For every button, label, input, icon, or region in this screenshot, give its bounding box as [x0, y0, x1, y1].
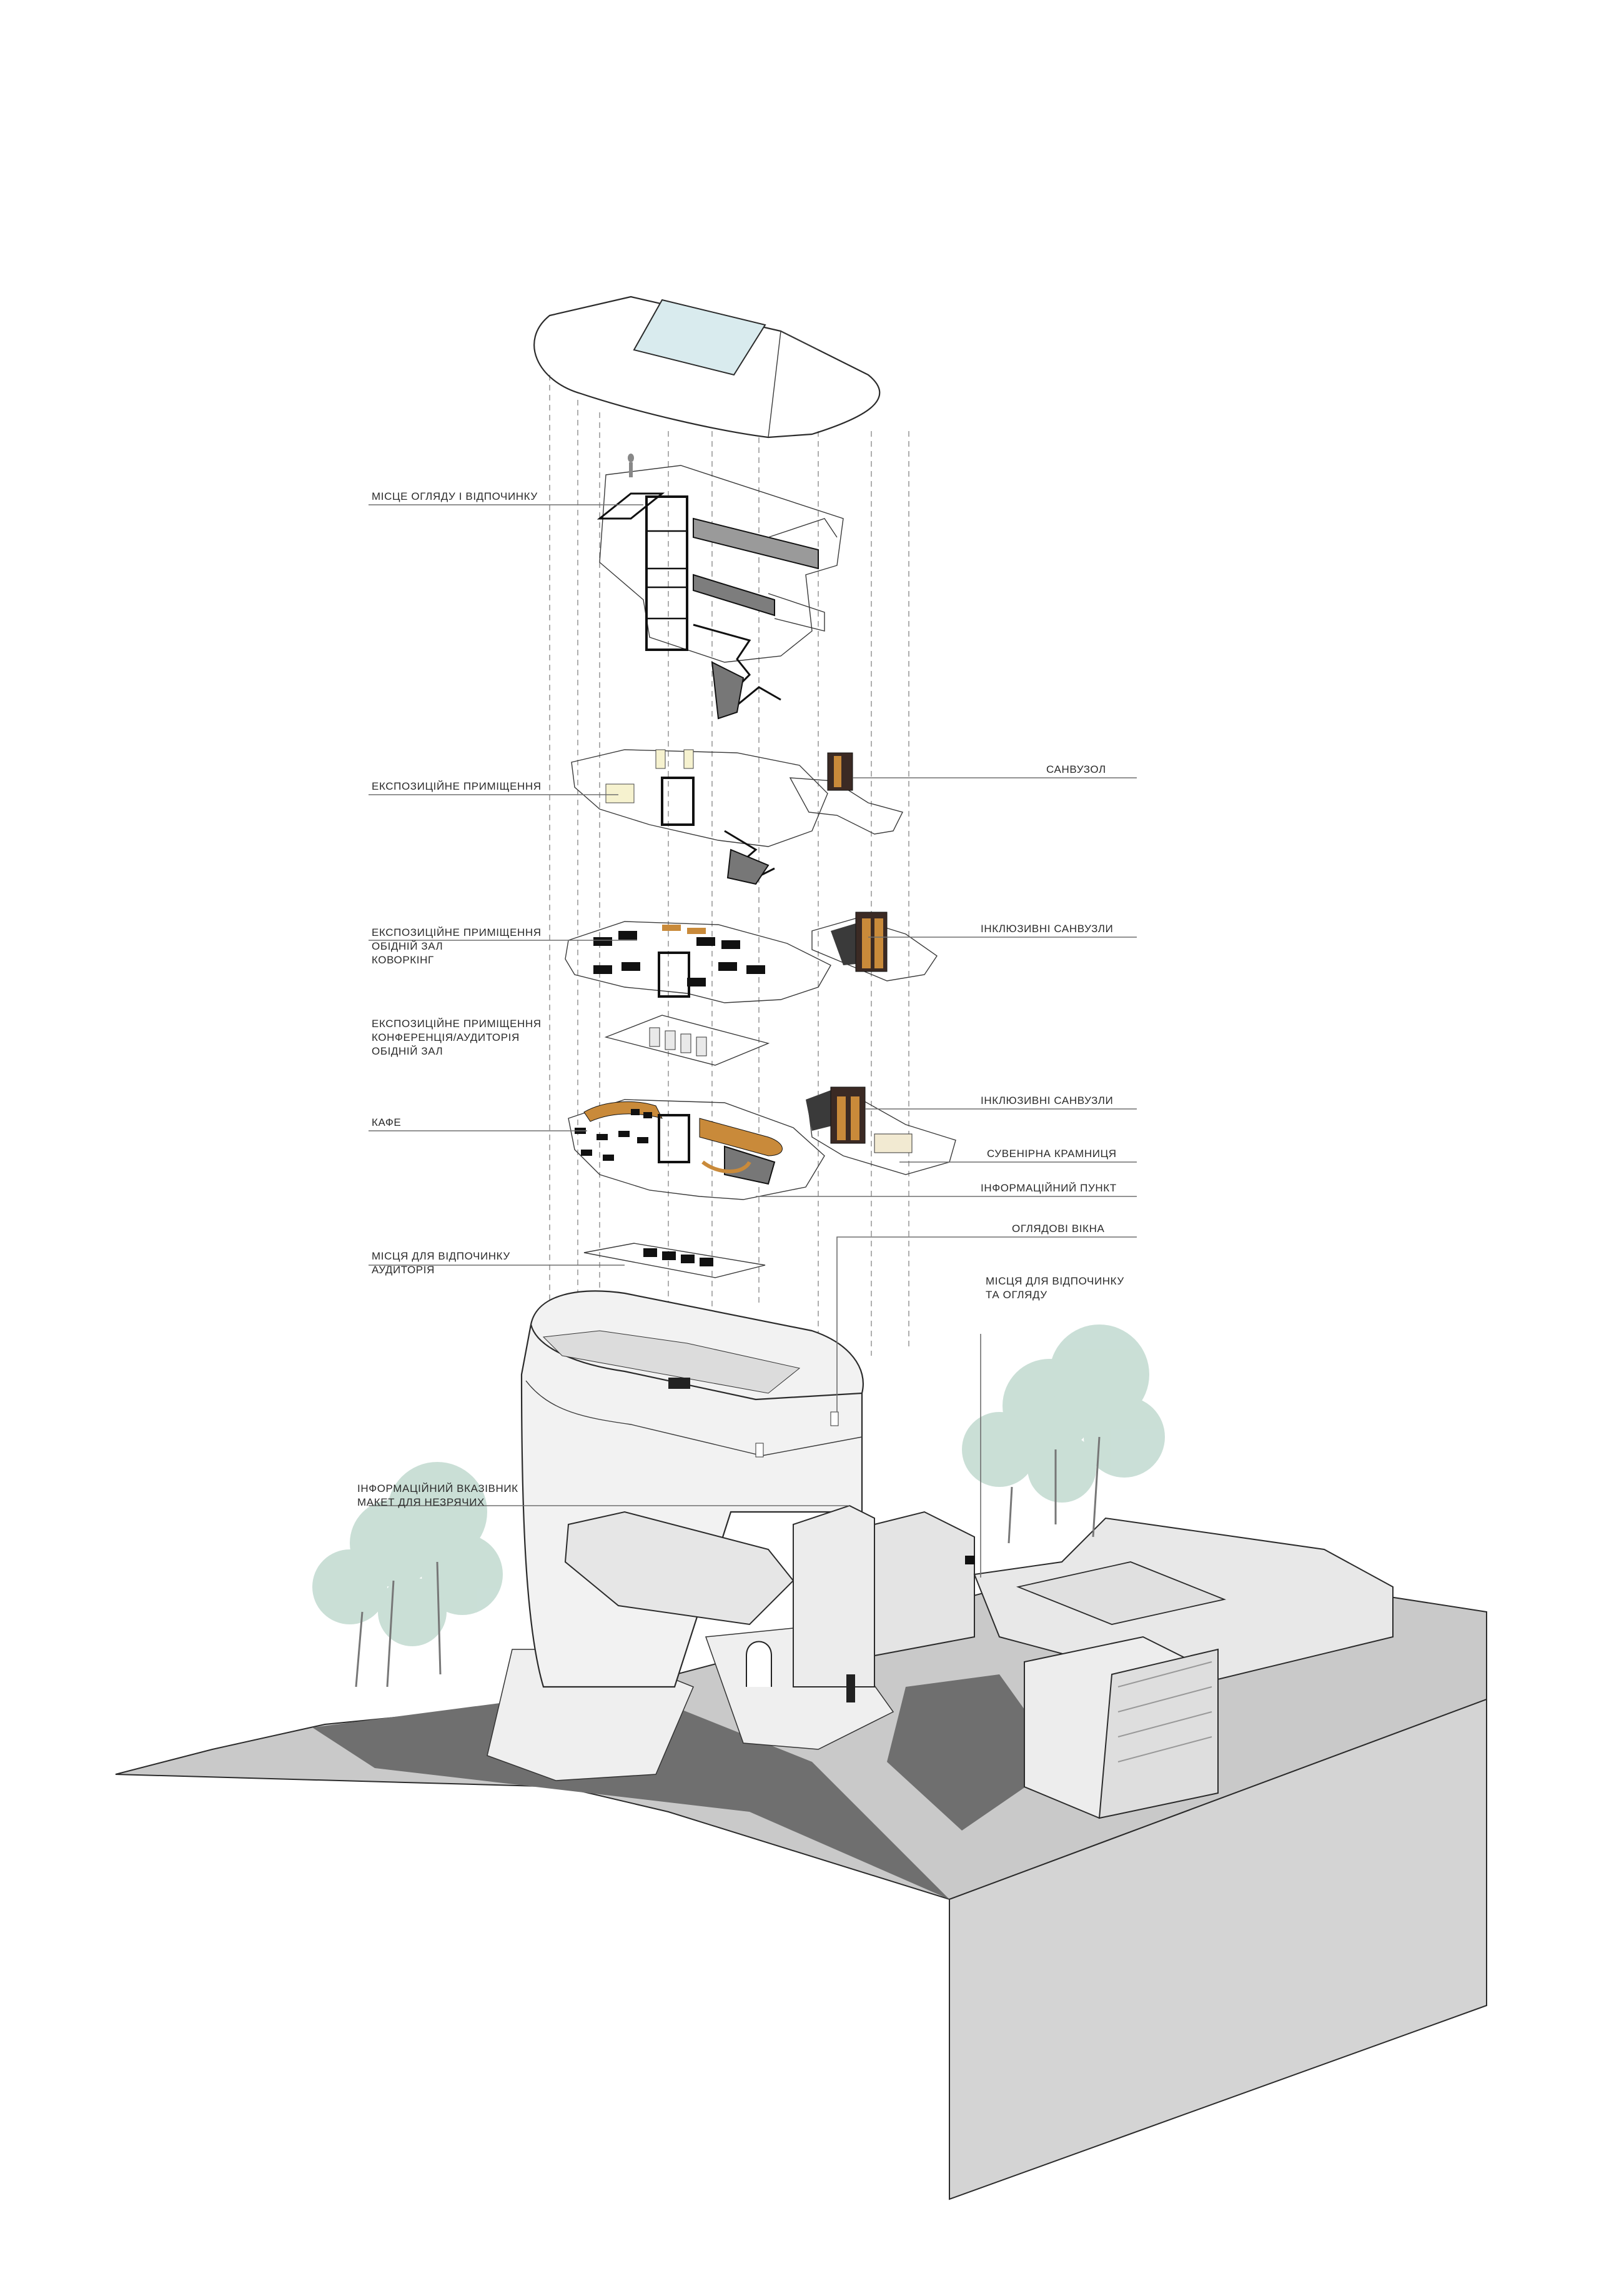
floor-cafe — [568, 1086, 956, 1200]
label-line: КОНФЕРЕНЦІЯ/АУДИТОРІЯ — [372, 1031, 520, 1043]
floor-auditorium — [583, 1243, 766, 1278]
label-viewing-windows: ОГЛЯДОВІ ВІКНА — [1012, 1222, 1104, 1236]
label-line: ІНКЛЮЗИВНІ САНВУЗЛИ — [981, 1095, 1114, 1106]
label-inclusive-restrooms-2: ІНКЛЮЗИВНІ САНВУЗЛИ — [981, 1094, 1113, 1108]
label-exposition-2: ЕКСПОЗИЦІЙНЕ ПРИМІЩЕННЯ ОБІДНІЙ ЗАЛ КОВО… — [372, 926, 542, 967]
label-viewing-rest: МІСЦЕ ОГЛЯДУ І ВІДПОЧИНКУ — [372, 490, 538, 504]
label-info-point: ІНФОРМАЦІЙНИЙ ПУНКТ — [981, 1181, 1117, 1195]
inclusive-restroom-block-2 — [830, 1086, 866, 1144]
roof — [533, 296, 881, 439]
label-line: САНВУЗОЛ — [1046, 763, 1106, 775]
souvenir-shelves — [874, 1133, 913, 1153]
label-exposition-1: ЕКСПОЗИЦІЙНЕ ПРИМІЩЕННЯ — [372, 780, 542, 793]
label-line: АУДИТОРІЯ — [372, 1264, 435, 1276]
tree-left — [312, 1462, 503, 1646]
floor-conference — [604, 1015, 770, 1066]
label-exposition-3: ЕКСПОЗИЦІЙНЕ ПРИМІЩЕННЯ КОНФЕРЕНЦІЯ/АУДИ… — [372, 1017, 542, 1058]
label-line: МІСЦЯ ДЛЯ ВІДПОЧИНКУ — [986, 1275, 1124, 1287]
floor-exposition-2 — [565, 912, 938, 1003]
label-line: МІСЦЯ ДЛЯ ВІДПОЧИНКУ — [372, 1250, 510, 1262]
label-inclusive-restrooms-1: ІНКЛЮЗИВНІ САНВУЗЛИ — [981, 922, 1113, 936]
label-line: СУВЕНІРНА КРАМНИЦЯ — [987, 1148, 1117, 1160]
label-line: ІНФОРМАЦІЙНИЙ ПУНКТ — [981, 1182, 1117, 1194]
label-line: КОВОРКІНГ — [372, 954, 434, 966]
label-rest-auditorium: МІСЦЯ ДЛЯ ВІДПОЧИНКУ АУДИТОРІЯ — [372, 1250, 510, 1277]
tower — [520, 1290, 1394, 1819]
label-line: ЕКСПОЗИЦІЙНЕ ПРИМІЩЕННЯ — [372, 1018, 542, 1030]
label-line: МАКЕТ ДЛЯ НЕЗРЯЧИХ — [357, 1496, 485, 1508]
label-line: КАФЕ — [372, 1116, 402, 1128]
label-line: ЕКСПОЗИЦІЙНЕ ПРИМІЩЕННЯ — [372, 927, 542, 938]
label-line: ОГЛЯДОВІ ВІКНА — [1012, 1223, 1105, 1235]
label-restroom: САНВУЗОЛ — [1046, 763, 1106, 777]
trees — [312, 1324, 1165, 1687]
floor-exposition-1 — [571, 749, 904, 885]
label-line: ІНФОРМАЦІЙНИЙ ВКАЗІВНИК — [357, 1483, 518, 1494]
elevator-shaft — [645, 495, 688, 651]
label-cafe: КАФЕ — [372, 1116, 401, 1130]
tree-right — [962, 1324, 1165, 1503]
label-line: ОБІДНІЙ ЗАЛ — [372, 940, 443, 952]
label-line: ЕКСПОЗИЦІЙНЕ ПРИМІЩЕННЯ — [372, 780, 542, 792]
label-line: ІНКЛЮЗИВНІ САНВУЗЛИ — [981, 923, 1114, 935]
label-line: ОБІДНІЙ ЗАЛ — [372, 1045, 443, 1057]
roof-skylight — [633, 299, 766, 376]
label-line: МІСЦЕ ОГЛЯДУ І ВІДПОЧИНКУ — [372, 490, 538, 502]
label-souvenir-shop: СУВЕНІРНА КРАМНИЦЯ — [987, 1147, 1117, 1161]
label-line: ТА ОГЛЯДУ — [986, 1289, 1047, 1301]
leader-lines — [369, 504, 1137, 1578]
label-info-sign: ІНФОРМАЦІЙНИЙ ВКАЗІВНИК МАКЕТ ДЛЯ НЕЗРЯЧ… — [357, 1482, 518, 1509]
label-rest-and-view: МІСЦЯ ДЛЯ ВІДПОЧИНКУ ТА ОГЛЯДУ — [986, 1275, 1124, 1302]
top-floor-viewing — [597, 454, 844, 720]
